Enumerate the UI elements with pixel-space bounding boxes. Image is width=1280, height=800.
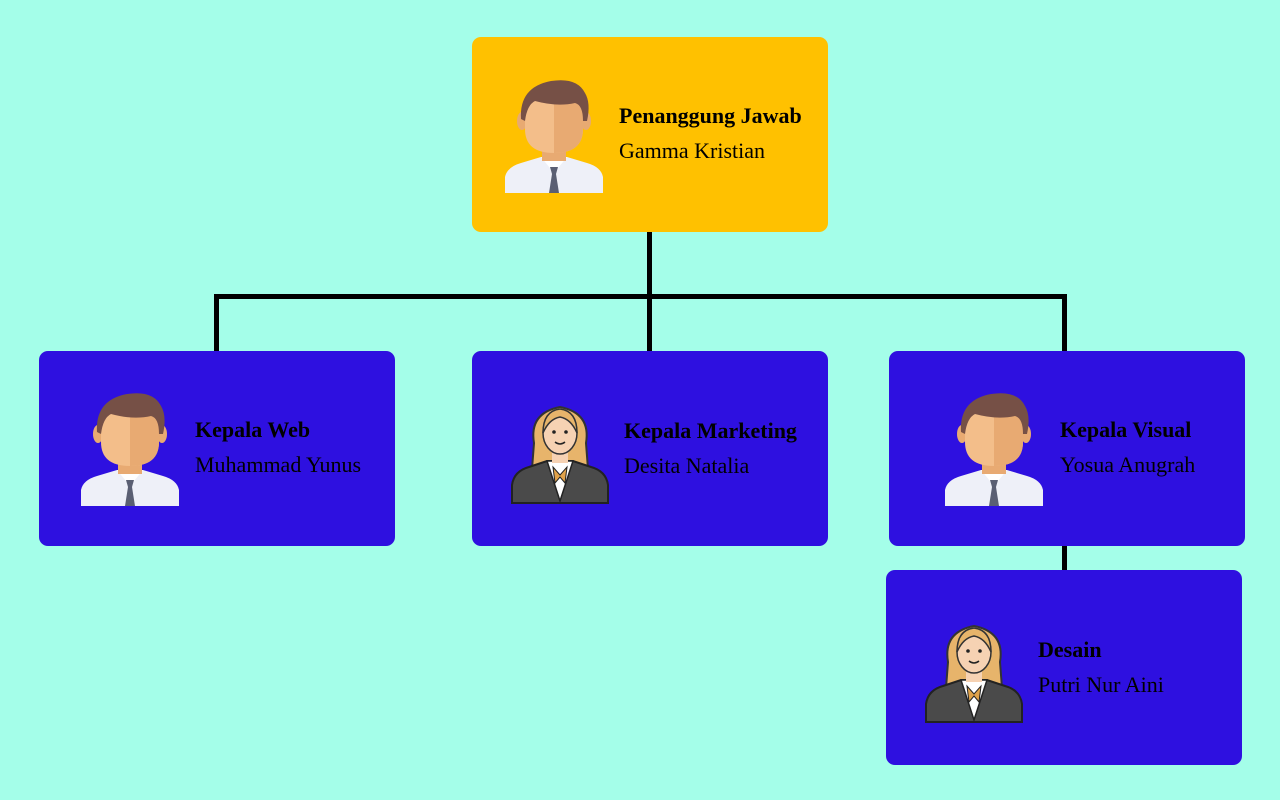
node-person-name: Yosua Anugrah — [1060, 452, 1196, 477]
node-role: Penanggung Jawab — [619, 103, 802, 128]
node-role: Kepala Web — [195, 417, 311, 442]
connector-head-trunk — [647, 231, 652, 298]
connector-visual — [1062, 294, 1067, 352]
node-role: Desain — [1038, 637, 1102, 662]
org-node-kepala-marketing[interactable]: Kepala Marketing Desita Natalia — [472, 351, 828, 546]
node-role: Kepala Visual — [1060, 417, 1192, 442]
connector-visual-to-desain — [1062, 545, 1067, 571]
connector-web — [214, 294, 219, 352]
male-employee-icon — [501, 77, 607, 193]
connector-marketing — [647, 294, 652, 352]
node-person-name: Muhammad Yunus — [195, 452, 362, 477]
node-role: Kepala Marketing — [624, 418, 797, 443]
org-node-desain[interactable]: Desain Putri Nur Aini — [886, 570, 1242, 765]
node-person-name: Putri Nur Aini — [1038, 672, 1164, 697]
connector-horizontal-bar — [214, 294, 1067, 299]
node-person-name: Gamma Kristian — [619, 138, 766, 163]
org-node-kepala-visual[interactable]: Kepala Visual Yosua Anugrah — [889, 351, 1245, 546]
male-employee-icon — [77, 390, 183, 506]
org-node-kepala-web[interactable]: Kepala Web Muhammad Yunus — [39, 351, 395, 546]
female-employee-icon — [507, 389, 613, 505]
male-employee-icon — [941, 390, 1047, 506]
org-node-penanggung-jawab[interactable]: Penanggung Jawab Gamma Kristian — [472, 37, 828, 232]
node-person-name: Desita Natalia — [624, 453, 750, 478]
female-employee-icon — [921, 608, 1027, 724]
